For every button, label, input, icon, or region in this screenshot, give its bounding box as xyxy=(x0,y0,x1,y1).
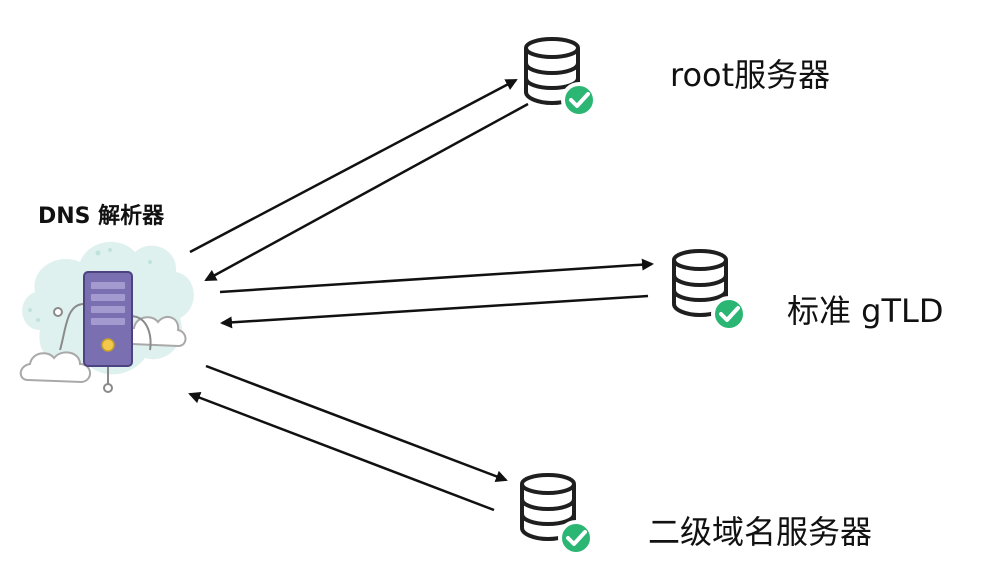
check-badge-icon xyxy=(711,296,747,332)
connector-line xyxy=(129,315,152,351)
database-icon-root xyxy=(524,37,597,118)
server-slot xyxy=(91,294,125,301)
server-slot xyxy=(91,282,125,289)
connector-line xyxy=(59,303,85,351)
resolver-title: DNS 解析器 xyxy=(38,204,165,229)
arrow-request-gtld xyxy=(219,258,654,294)
check-badge-icon xyxy=(561,82,597,118)
resolver-illustration xyxy=(19,241,194,393)
cloud-dots xyxy=(28,248,152,322)
cloud-left xyxy=(19,351,91,384)
database-icon-gtld xyxy=(672,249,747,332)
arrow-response-gtld xyxy=(220,294,649,329)
root-server-label: root服务器 xyxy=(670,56,831,94)
sld-server-label: 二级域名服务器 xyxy=(648,513,873,551)
arrow-request-sld xyxy=(205,364,508,483)
server-slot xyxy=(91,318,125,325)
database-icon-sld xyxy=(520,473,594,556)
arrows xyxy=(188,78,654,512)
arrow-request-root xyxy=(189,78,518,254)
gtld-server-label: 标准 gTLD xyxy=(787,292,944,330)
server-light xyxy=(101,338,115,352)
connector-node xyxy=(53,307,63,317)
arrow-response-root xyxy=(204,102,529,282)
server-slot xyxy=(91,306,125,313)
arrow-response-sld xyxy=(188,391,495,512)
check-badge-icon xyxy=(558,520,594,556)
connector-node xyxy=(103,383,113,393)
